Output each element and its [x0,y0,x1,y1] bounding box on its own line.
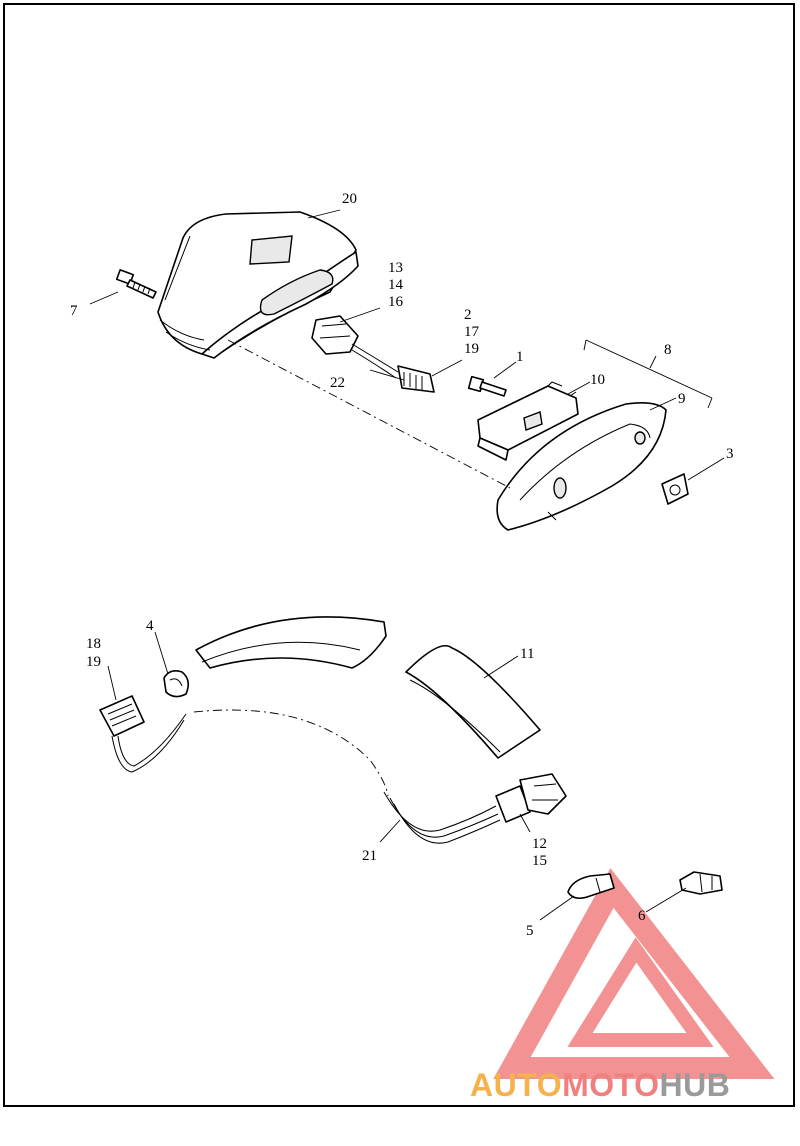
callout-19b: 19 [86,654,101,670]
callout-8: 8 [664,342,672,358]
lamp-connector-assembly [311,315,435,393]
callout-labels: 20 7 13 14 16 2 17 19 22 1 8 10 9 3 4 18… [70,191,734,939]
callout-4: 4 [146,618,154,634]
tail-lamp-housing [157,211,359,359]
assembly-line-lamp [227,339,511,489]
wiring-harness [383,773,567,844]
watermark-logo [493,868,775,1079]
watermark-moto: MOTO [562,1067,659,1103]
cable-clip-4 [163,670,190,698]
assembly-line-harness [193,709,389,797]
callout-11: 11 [520,646,534,662]
watermark-auto: AUTO [470,1067,562,1103]
callout-12: 12 [532,836,547,852]
callout-9: 9 [678,391,686,407]
diagram-frame [3,3,795,1107]
clip-nut-3 [661,473,689,505]
callout-20: 20 [342,191,357,207]
bracket-8 [583,339,713,409]
callout-18: 18 [86,636,101,652]
callout-3: 3 [726,446,734,462]
callout-17: 17 [464,324,480,340]
callout-6: 6 [638,908,646,924]
clip-6 [679,871,723,895]
screw-1 [467,375,507,397]
callout-19a: 19 [464,341,479,357]
callout-21: 21 [362,848,377,864]
callout-5: 5 [526,923,534,939]
watermark-brand-text: AUTOMOTOHUB [470,1067,730,1103]
callout-1: 1 [516,349,524,365]
callout-22: 22 [330,375,345,391]
clip-5 [567,873,615,900]
callout-15: 15 [532,853,547,869]
callout-16: 16 [388,294,404,310]
callout-10: 10 [590,372,605,388]
fender [195,616,541,759]
callout-13: 13 [388,260,403,276]
watermark-hub: HUB [659,1067,730,1103]
callout-7: 7 [70,303,78,319]
callout-14: 14 [388,277,404,293]
leader-lines [89,209,725,921]
callout-2: 2 [464,307,472,323]
circuit-board [477,381,579,461]
tail-lamp-lens [496,402,667,531]
harness-connector-left [99,695,187,773]
screw-7 [115,269,157,299]
